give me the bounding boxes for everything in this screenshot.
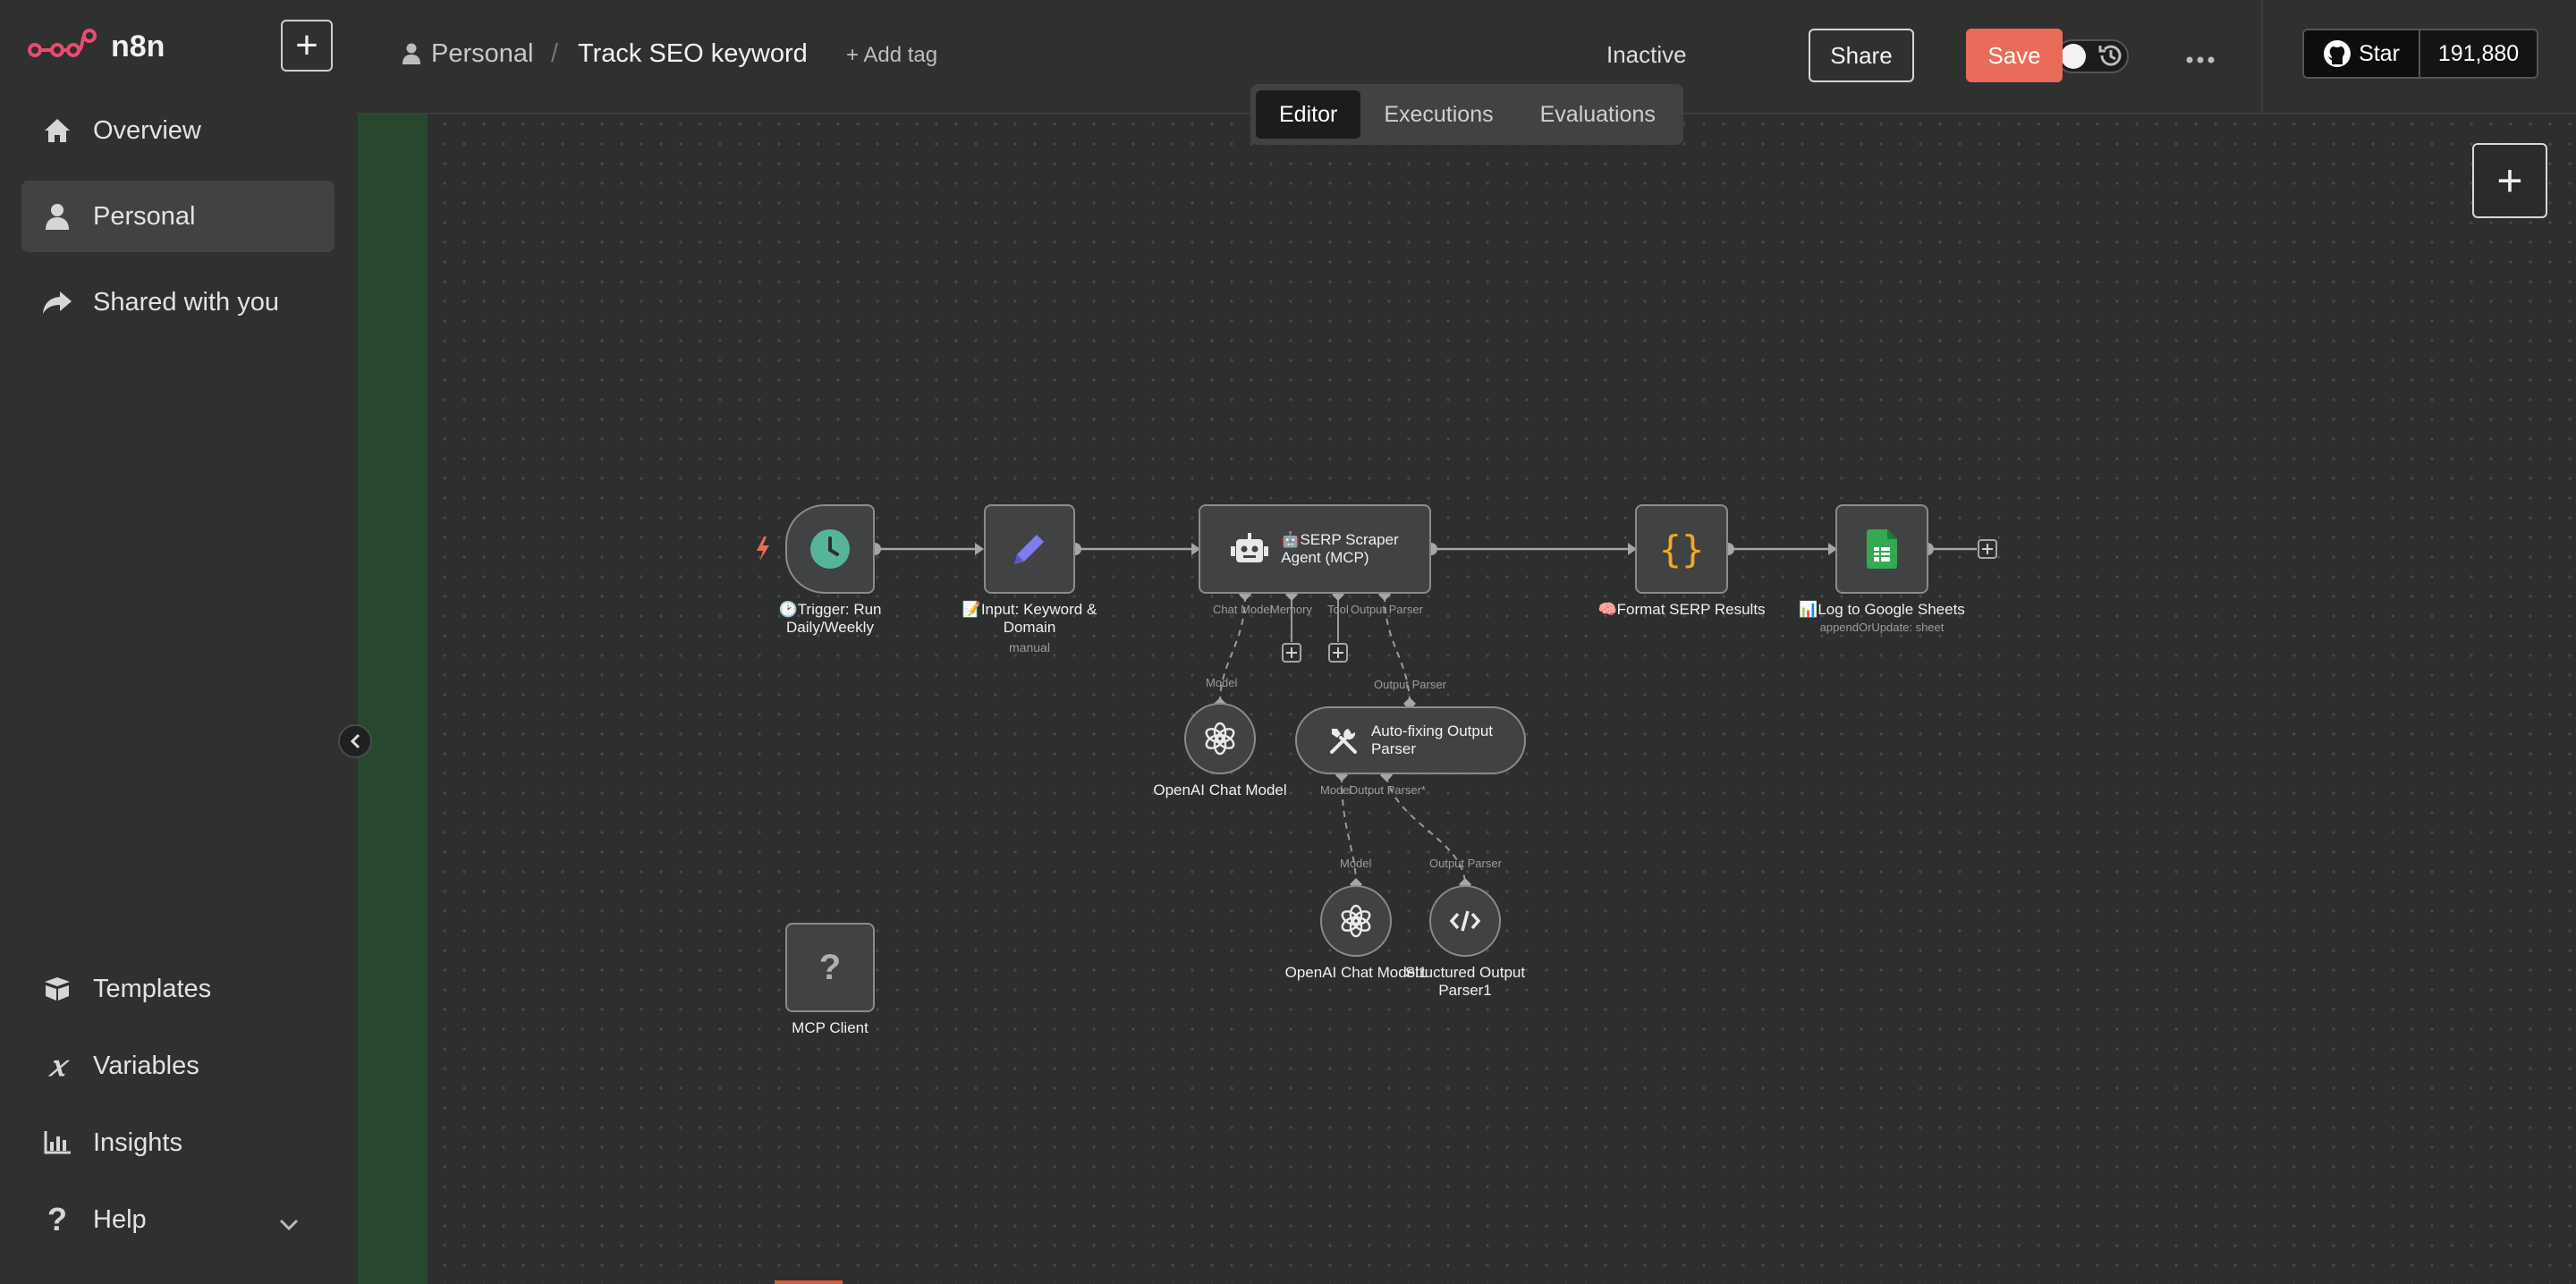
brand-name: n8n bbox=[111, 29, 165, 63]
active-status-label: Inactive bbox=[1606, 41, 1687, 68]
sidebar-item-label: Shared with you bbox=[93, 287, 279, 317]
breadcrumb-separator: / bbox=[551, 39, 559, 68]
sidebar: n8n + Overview Personal Shared with you … bbox=[0, 0, 358, 1284]
share-icon bbox=[39, 290, 75, 315]
google-sheets-icon bbox=[1867, 529, 1897, 569]
port-output-parser: Output Parser bbox=[1351, 603, 1423, 616]
github-star-widget[interactable]: Star 191,880 bbox=[2302, 29, 2538, 79]
port-tool: Tool bbox=[1327, 603, 1349, 616]
openai-icon bbox=[1205, 722, 1235, 756]
github-icon bbox=[2324, 40, 2351, 67]
node-input-label: 📝Input: Keyword &Domain bbox=[962, 601, 1097, 636]
port-output-parser-in: Output Parser bbox=[1374, 678, 1446, 691]
sidebar-item-personal[interactable]: Personal bbox=[21, 181, 335, 252]
openai-icon bbox=[1341, 904, 1371, 938]
port-output-parser-required: Output Parser* bbox=[1349, 783, 1426, 797]
chevron-left-icon bbox=[350, 733, 360, 749]
sidebar-item-variables[interactable]: 𝑥 Variables bbox=[21, 1030, 335, 1102]
workflow-name[interactable]: Track SEO keyword bbox=[578, 39, 808, 68]
share-button[interactable]: Share bbox=[1809, 29, 1914, 82]
n8n-logo-icon bbox=[28, 29, 97, 57]
robot-icon bbox=[1231, 533, 1269, 562]
toggle-knob bbox=[2061, 44, 2086, 69]
view-tabs: Editor Executions Evaluations bbox=[1250, 84, 1683, 145]
save-button[interactable]: Save bbox=[1966, 29, 2063, 82]
unknown-node-icon: ? bbox=[818, 947, 842, 987]
node-input-sub: manual bbox=[1009, 640, 1050, 655]
user-icon bbox=[39, 203, 75, 230]
github-star-button[interactable]: Star bbox=[2304, 30, 2419, 77]
node-openai1-label: OpenAI Chat Model1 bbox=[1284, 964, 1428, 981]
node-trigger[interactable] bbox=[785, 504, 875, 594]
port-chat-model: Chat Model bbox=[1213, 603, 1273, 616]
star-label: Star bbox=[2359, 40, 2400, 66]
more-options-icon[interactable] bbox=[2186, 52, 2215, 68]
sidebar-item-label: Templates bbox=[93, 974, 212, 1003]
port-model-3: Model bbox=[1340, 857, 1372, 870]
add-node-button[interactable]: + bbox=[2472, 143, 2547, 218]
code-icon bbox=[1449, 910, 1481, 932]
node-sheets-sub: appendOrUpdate: sheet bbox=[1819, 621, 1945, 634]
port-output-parser-3: Output Parser bbox=[1429, 857, 1502, 870]
clock-icon bbox=[810, 529, 850, 569]
node-google-sheets[interactable] bbox=[1835, 504, 1928, 594]
canvas-left-panel bbox=[358, 114, 428, 1284]
sidebar-item-label: Help bbox=[93, 1204, 147, 1234]
sidebar-item-shared[interactable]: Shared with you bbox=[21, 266, 335, 338]
node-openai-chat-model[interactable] bbox=[1184, 703, 1256, 774]
star-count: 191,880 bbox=[2419, 30, 2537, 77]
bottom-accent-bar bbox=[775, 1280, 843, 1284]
sidebar-item-label: Personal bbox=[93, 201, 196, 231]
home-icon bbox=[39, 117, 75, 144]
port-model-2: Model bbox=[1320, 783, 1352, 797]
node-structured-parser[interactable] bbox=[1429, 885, 1501, 957]
breadcrumb-project[interactable]: Personal bbox=[431, 39, 534, 68]
port-memory: Memory bbox=[1270, 603, 1312, 616]
sidebar-item-templates[interactable]: Templates bbox=[21, 953, 335, 1025]
variable-icon: 𝑥 bbox=[48, 1049, 66, 1083]
project-user-icon bbox=[402, 43, 420, 69]
code-braces-icon: {} bbox=[1658, 527, 1705, 571]
node-mcp-client[interactable]: ? bbox=[785, 923, 875, 1012]
chart-icon bbox=[39, 1131, 75, 1154]
collapse-sidebar-button[interactable] bbox=[338, 724, 372, 758]
node-openai-chat-model-1[interactable] bbox=[1320, 885, 1392, 957]
node-format-label: 🧠Format SERP Results bbox=[1597, 601, 1766, 618]
workflow-canvas[interactable] bbox=[356, 114, 2576, 1284]
sidebar-item-insights[interactable]: Insights bbox=[21, 1107, 335, 1178]
question-icon: ? bbox=[47, 1201, 67, 1238]
box-icon bbox=[39, 976, 75, 1001]
sidebar-item-label: Variables bbox=[93, 1051, 199, 1080]
add-tag-link[interactable]: + Add tag bbox=[846, 43, 938, 67]
port-model: Model bbox=[1206, 676, 1238, 689]
n8n-logo[interactable]: n8n bbox=[27, 27, 165, 66]
sidebar-item-help[interactable]: ? Help bbox=[21, 1184, 335, 1255]
node-sheets-label: 📊Log to Google Sheets bbox=[1799, 601, 1965, 618]
node-openai-label: OpenAI Chat Model bbox=[1153, 781, 1287, 798]
tab-evaluations[interactable]: Evaluations bbox=[1539, 101, 1656, 127]
tools-icon bbox=[1329, 729, 1357, 754]
history-icon[interactable] bbox=[2097, 41, 2125, 74]
node-mcp-label: MCP Client bbox=[792, 1019, 869, 1036]
sidebar-item-label: Overview bbox=[93, 115, 201, 145]
chevron-down-icon[interactable] bbox=[279, 1209, 299, 1238]
node-input[interactable] bbox=[984, 504, 1075, 594]
node-format-serp[interactable]: {} bbox=[1635, 504, 1728, 594]
pencil-icon bbox=[1014, 535, 1044, 564]
sidebar-item-overview[interactable]: Overview bbox=[21, 95, 335, 166]
sidebar-item-label: Insights bbox=[93, 1128, 182, 1157]
tab-editor[interactable]: Editor bbox=[1256, 90, 1361, 139]
header-divider bbox=[2261, 0, 2263, 113]
tab-executions[interactable]: Executions bbox=[1384, 101, 1494, 127]
create-button[interactable]: + bbox=[281, 20, 333, 72]
trigger-bolt-icon bbox=[757, 536, 769, 562]
